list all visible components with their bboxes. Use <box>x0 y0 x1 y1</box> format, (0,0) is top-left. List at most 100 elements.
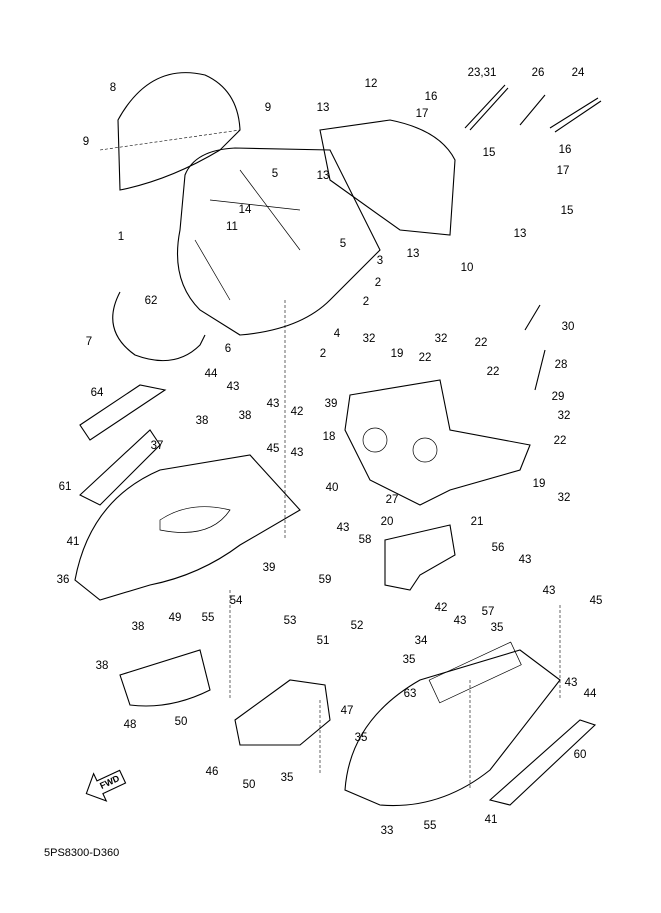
callout-13: 13 <box>407 248 420 260</box>
callout-8: 8 <box>110 82 116 94</box>
callout-35: 35 <box>491 622 504 634</box>
callout-57: 57 <box>482 606 495 618</box>
upper-cowl-part <box>177 147 381 336</box>
callout-21: 21 <box>471 516 484 528</box>
callout-46: 46 <box>206 766 219 778</box>
callout-22: 22 <box>487 366 500 378</box>
callout-41: 41 <box>485 814 498 826</box>
callout-26: 26 <box>532 67 545 79</box>
callout-30: 30 <box>562 321 575 333</box>
callout-16: 16 <box>559 144 572 156</box>
callout-32: 32 <box>363 333 376 345</box>
callout-9: 9 <box>265 102 271 114</box>
callout-6: 6 <box>225 343 231 355</box>
callout-22: 22 <box>554 435 567 447</box>
callout-13: 13 <box>317 170 330 182</box>
callout-4: 4 <box>334 328 341 340</box>
callout-44: 44 <box>205 368 218 380</box>
wire-part <box>112 291 206 362</box>
callout-1: 1 <box>118 231 124 243</box>
callout-38: 38 <box>196 415 209 427</box>
callout-43: 43 <box>543 585 556 597</box>
callout-22: 22 <box>419 352 432 364</box>
callout-53: 53 <box>284 615 297 627</box>
callout-43: 43 <box>565 677 578 689</box>
callout-11: 11 <box>226 221 238 233</box>
callout-43: 43 <box>291 447 304 459</box>
callout-41: 41 <box>67 536 80 548</box>
callout-24: 24 <box>572 67 585 79</box>
callout-63: 63 <box>404 688 417 700</box>
callout-43: 43 <box>227 381 240 393</box>
callout-2: 2 <box>363 296 369 308</box>
callout-32: 32 <box>435 333 448 345</box>
callout-32: 32 <box>558 492 571 504</box>
callout-52: 52 <box>351 620 364 632</box>
callout-55: 55 <box>424 820 437 832</box>
callout-38: 38 <box>239 410 252 422</box>
callout-39: 39 <box>325 398 338 410</box>
side-cowl-right-part <box>344 649 561 807</box>
callout-42: 42 <box>435 602 448 614</box>
callout-2: 2 <box>375 277 381 289</box>
windscreen-part <box>117 72 241 191</box>
callout-14: 14 <box>239 204 252 216</box>
callout-51: 51 <box>317 635 330 647</box>
callout-55: 55 <box>202 612 215 624</box>
callout-15: 15 <box>483 147 496 159</box>
callout-9: 9 <box>83 136 89 148</box>
callout-47: 47 <box>341 705 354 717</box>
callout-58: 58 <box>359 534 372 546</box>
callout-34: 34 <box>415 635 428 647</box>
callout-18: 18 <box>323 431 336 443</box>
diagram-code: 5PS8300-D360 <box>44 847 120 859</box>
callout-35: 35 <box>355 732 368 744</box>
fwd-arrow-icon: FWD <box>85 769 127 802</box>
callout-35: 35 <box>281 772 294 784</box>
inner-panel-part <box>319 119 456 236</box>
callout-10: 10 <box>461 262 474 274</box>
callout-59: 59 <box>319 574 332 586</box>
callout-61: 61 <box>59 481 72 493</box>
callout-44: 44 <box>584 688 597 700</box>
inner-panel-46-part <box>234 679 331 746</box>
callout-19: 19 <box>391 348 404 360</box>
callout-45: 45 <box>267 443 280 455</box>
callout-22: 22 <box>475 337 488 349</box>
callout-54: 54 <box>230 595 243 607</box>
callout-43: 43 <box>267 398 280 410</box>
callout-38: 38 <box>132 621 145 633</box>
callout-16: 16 <box>425 91 438 103</box>
cowling-stay-part <box>344 379 531 506</box>
callout-56: 56 <box>492 542 505 554</box>
bracket-part <box>384 524 456 591</box>
callout-37: 37 <box>151 440 164 452</box>
callout-7: 7 <box>86 336 92 348</box>
callout-23-31: 23,31 <box>468 67 497 79</box>
callout-19: 19 <box>533 478 546 490</box>
callout-45: 45 <box>590 595 603 607</box>
callout-17: 17 <box>557 165 570 177</box>
callout-49: 49 <box>169 612 182 624</box>
callout-32: 32 <box>558 410 571 422</box>
callout-13: 13 <box>317 102 330 114</box>
panel-64-part <box>79 384 167 441</box>
callout-36: 36 <box>57 574 70 586</box>
callout-17: 17 <box>416 108 429 120</box>
callout-33: 33 <box>381 825 394 837</box>
callout-27: 27 <box>386 494 399 506</box>
fwd-label: FWD <box>98 773 121 791</box>
callout-35: 35 <box>403 654 416 666</box>
callout-50: 50 <box>243 779 256 791</box>
callout-43: 43 <box>337 522 350 534</box>
callout-62: 62 <box>145 295 158 307</box>
callout-43: 43 <box>519 554 532 566</box>
callout-2: 2 <box>320 348 326 360</box>
callout-48: 48 <box>124 719 137 731</box>
callout-15: 15 <box>561 205 574 217</box>
side-cowl-left-part <box>74 454 301 601</box>
callout-42: 42 <box>291 406 304 418</box>
callout-20: 20 <box>381 516 394 528</box>
callout-5: 5 <box>340 238 346 250</box>
